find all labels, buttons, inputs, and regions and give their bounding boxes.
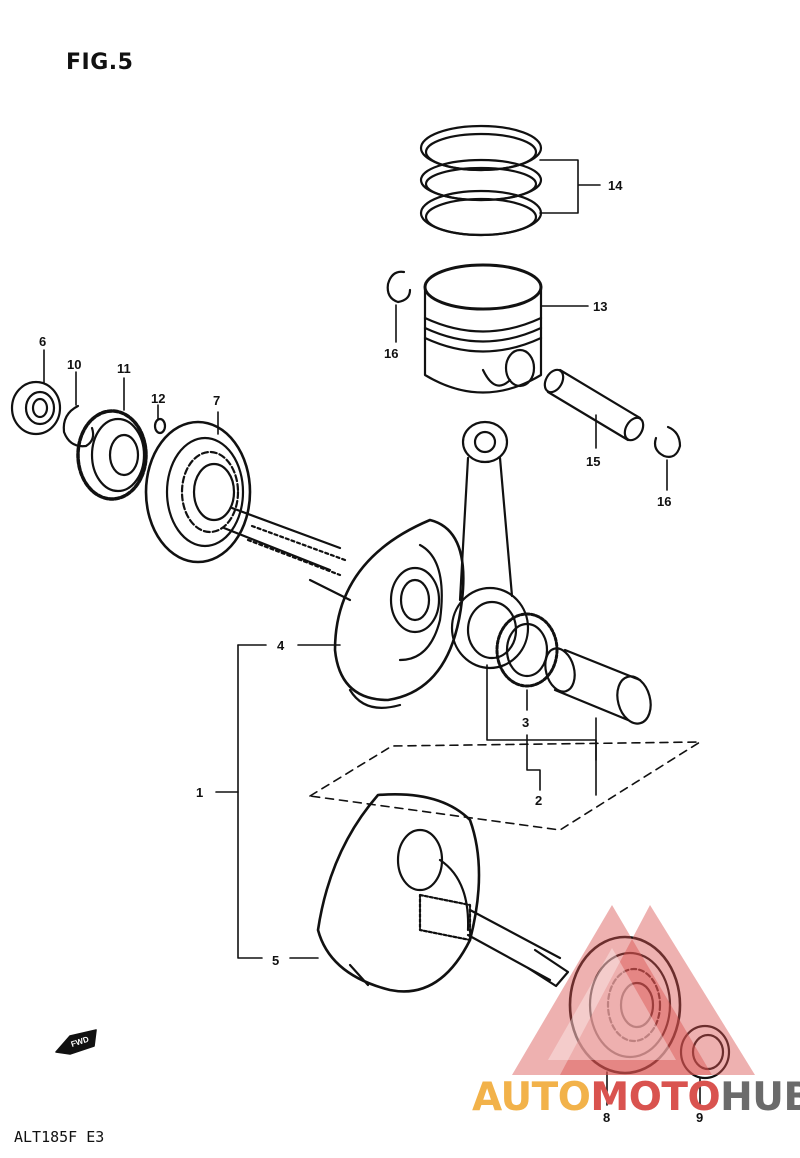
connecting-rod [450,420,530,670]
callout-12: 12 [151,391,165,406]
circlip-10 [62,404,95,448]
callout-13: 13 [593,299,607,314]
alignment-box [309,741,701,831]
callout-16-upper: 16 [384,346,398,361]
gear-11 [76,409,148,501]
callout-9: 9 [696,1110,703,1125]
key-12 [153,417,167,435]
callout-14: 14 [608,178,623,193]
crankshaft-left [222,506,465,709]
callout-16-lower: 16 [657,494,671,509]
watermark-part-b: MOTO [590,1075,721,1120]
piston [423,263,543,394]
crank-pin-2 [544,647,652,725]
watermark-part-c: HUB [720,1075,800,1120]
fwd-arrow-icon [55,1029,97,1055]
callout-5: 5 [272,953,279,968]
callout-10: 10 [67,357,81,372]
callout-2: 2 [535,793,542,808]
oil-seal-9 [679,1024,731,1080]
callout-8: 8 [603,1110,610,1125]
leader-lines [43,159,701,1106]
needle-bearing-3 [495,612,559,688]
circlip-lower [653,425,682,458]
callout-3: 3 [522,715,529,730]
piston-rings [419,124,543,237]
callout-4: 4 [277,638,285,653]
watermark-logo-icon [512,905,755,1075]
bearing-8 [568,935,682,1075]
figure-title: FIG.5 [66,50,134,75]
callout-1: 1 [196,785,203,800]
watermark-text: AUTOMOTOHUB [472,1075,800,1120]
callout-7: 7 [213,393,220,408]
callout-11: 11 [117,361,131,376]
watermark-part-a: AUTO [472,1075,591,1120]
bearing-7 [144,420,252,564]
bearing-6 [10,380,62,436]
piston-pin [543,368,645,442]
callout-15: 15 [586,454,600,469]
crankshaft-right [316,793,570,993]
callout-6: 6 [39,334,46,349]
circlip-upper [386,270,412,304]
model-code: ALT185F E3 [14,1128,105,1146]
